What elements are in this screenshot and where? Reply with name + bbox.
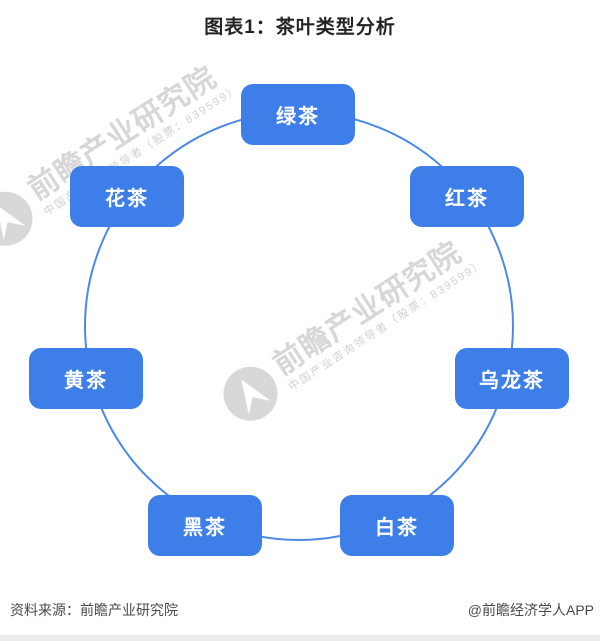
node-yellow-tea: 黄茶 xyxy=(29,348,143,409)
bottom-divider xyxy=(0,635,600,641)
node-white-tea: 白茶 xyxy=(340,495,454,556)
node-oolong-tea: 乌龙茶 xyxy=(455,348,569,409)
node-flower-tea: 花茶 xyxy=(70,166,184,227)
chart-title: 图表1：茶叶类型分析 xyxy=(204,17,396,38)
node-dark-tea: 黑茶 xyxy=(148,495,262,556)
node-black-tea: 红茶 xyxy=(410,166,524,227)
qianzhan-logo-icon xyxy=(0,180,44,257)
source-note: 资料来源：前瞻产业研究院 xyxy=(10,602,178,618)
credit-note: @前瞻经济学人APP xyxy=(467,602,594,618)
node-green-tea: 绿茶 xyxy=(241,84,355,145)
